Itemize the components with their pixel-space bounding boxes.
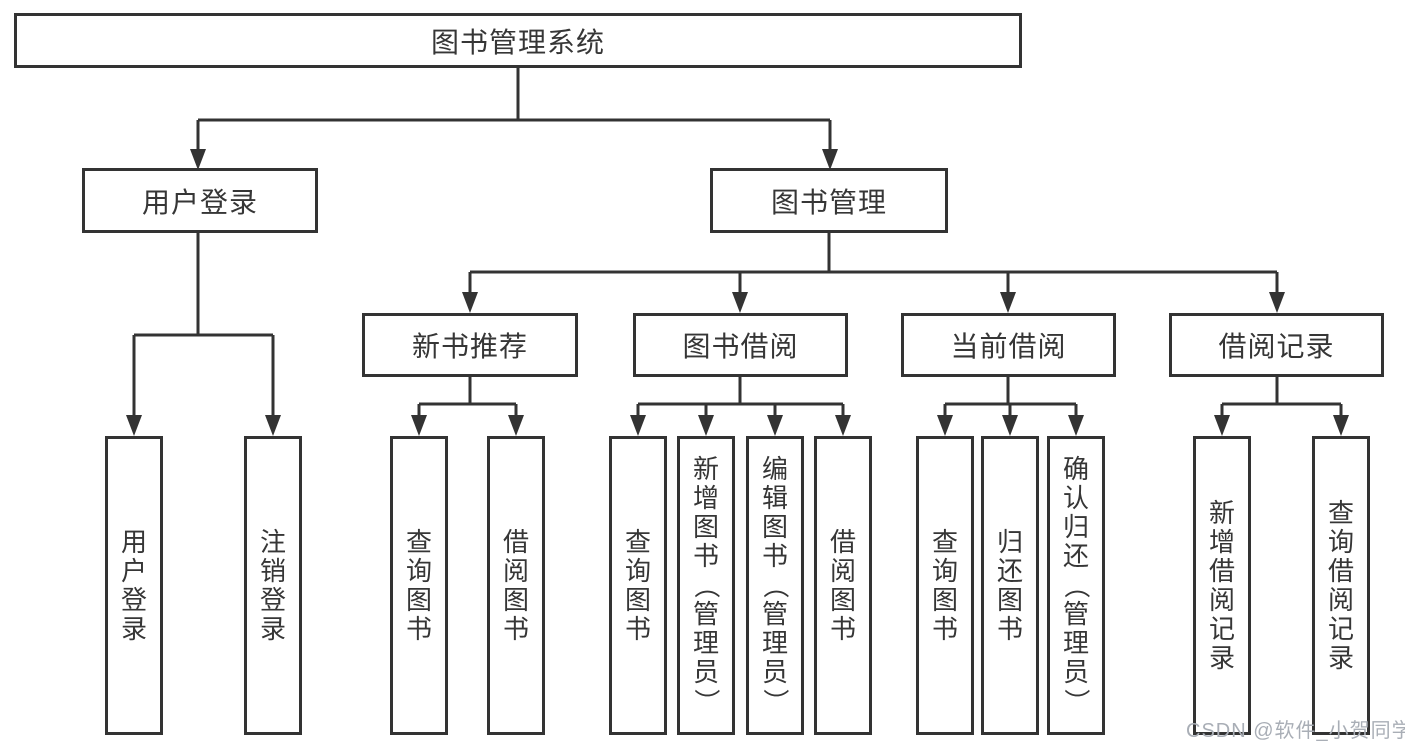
node-borrowing-add-books-admin: 新增图书（管理员） xyxy=(677,436,735,735)
node-current-return-books-label: 归还图书 xyxy=(996,526,1023,644)
node-borrowing-borrow-books-label: 借阅图书 xyxy=(829,526,856,644)
node-records-query-record: 查询借阅记录 xyxy=(1312,436,1370,735)
node-current-query-books-label: 查询图书 xyxy=(931,526,958,644)
node-user-login: 用户登录 xyxy=(82,168,318,233)
node-borrowing-borrow-books: 借阅图书 xyxy=(814,436,872,735)
node-new-book-recommend: 新书推荐 xyxy=(362,313,578,377)
node-records-query-record-label: 查询借阅记录 xyxy=(1327,497,1354,673)
node-user-login-label: 用户登录 xyxy=(141,186,258,218)
node-records-add-record: 新增借阅记录 xyxy=(1193,436,1251,735)
node-current-confirm-return-admin: 确认归还（管理员） xyxy=(1047,436,1105,735)
node-root-label: 图书管理系统 xyxy=(430,26,605,58)
node-current-borrowing: 当前借阅 xyxy=(901,313,1116,377)
node-book-management: 图书管理 xyxy=(710,168,948,233)
csdn-watermark: CSDN @软件_小贺同学 xyxy=(1186,720,1405,742)
node-new-book-recommend-label: 新书推荐 xyxy=(411,331,528,362)
node-recommend-query-books-label: 查询图书 xyxy=(405,526,432,644)
connector-lines xyxy=(132,68,1343,418)
node-borrowing-records: 借阅记录 xyxy=(1169,313,1384,377)
node-recommend-borrow-books: 借阅图书 xyxy=(487,436,545,735)
node-records-add-record-label: 新增借阅记录 xyxy=(1208,497,1235,673)
node-user-login-leaf-label: 用户登录 xyxy=(120,526,147,644)
node-recommend-borrow-books-label: 借阅图书 xyxy=(502,526,529,644)
node-book-borrowing: 图书借阅 xyxy=(633,313,848,377)
node-borrowing-query-books-label: 查询图书 xyxy=(624,526,651,644)
node-current-return-books: 归还图书 xyxy=(981,436,1039,735)
node-current-query-books: 查询图书 xyxy=(916,436,974,735)
node-borrowing-records-label: 借阅记录 xyxy=(1218,331,1335,362)
node-book-management-label: 图书管理 xyxy=(770,186,887,218)
node-borrowing-edit-books-admin-label: 编辑图书（管理员） xyxy=(760,454,791,715)
node-logout-leaf-label: 注销登录 xyxy=(259,526,286,644)
arrowheads xyxy=(126,149,1349,436)
node-current-borrowing-label: 当前借阅 xyxy=(950,331,1067,362)
node-borrowing-query-books: 查询图书 xyxy=(609,436,667,735)
node-book-borrowing-label: 图书借阅 xyxy=(682,331,799,362)
node-current-confirm-return-admin-label: 确认归还（管理员） xyxy=(1061,454,1092,715)
node-logout-leaf: 注销登录 xyxy=(244,436,302,735)
node-root: 图书管理系统 xyxy=(14,13,1022,68)
node-user-login-leaf: 用户登录 xyxy=(105,436,163,735)
node-borrowing-add-books-admin-label: 新增图书（管理员） xyxy=(691,454,722,715)
node-recommend-query-books: 查询图书 xyxy=(390,436,448,735)
node-borrowing-edit-books-admin: 编辑图书（管理员） xyxy=(746,436,804,735)
